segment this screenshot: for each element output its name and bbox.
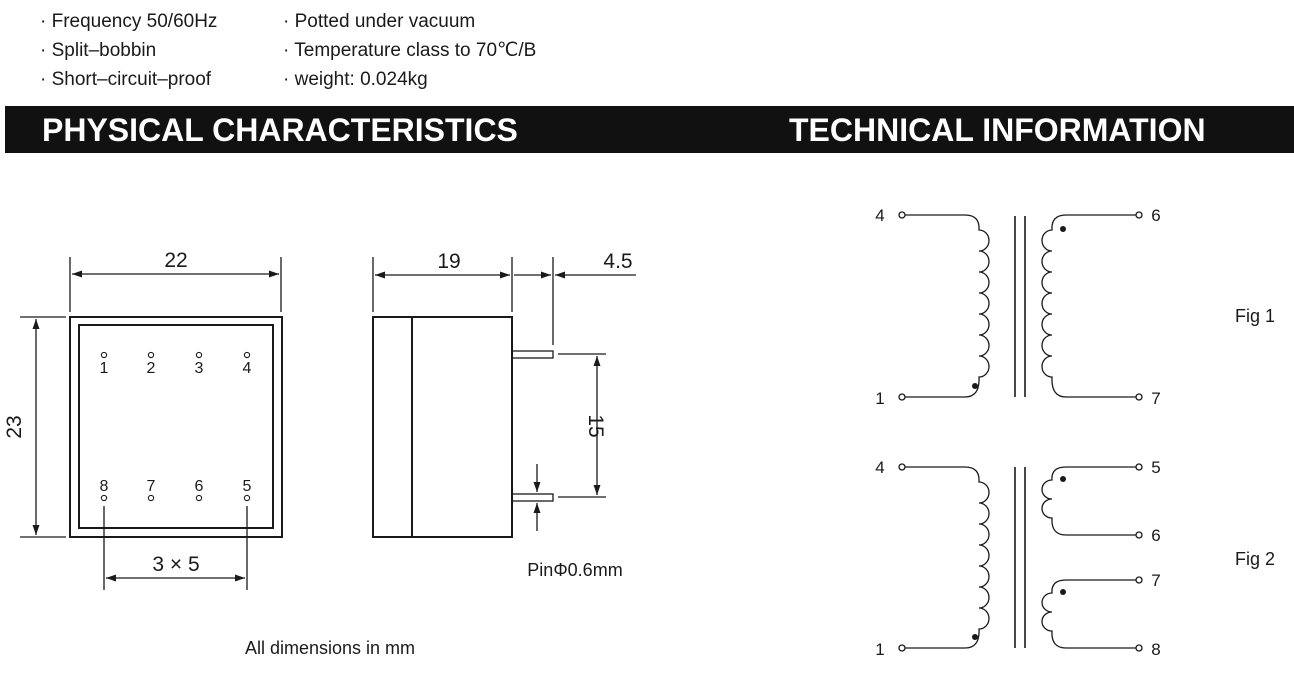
polarity-dots (972, 226, 1066, 640)
fig2-terminal-label: 8 (1151, 640, 1160, 659)
pin-number: 1 (100, 360, 109, 377)
pin-hole (100, 351, 108, 359)
polarity-dot (1060, 589, 1066, 595)
pin-hole (243, 351, 251, 359)
primary-winding (905, 214, 990, 398)
pin-hole (100, 494, 108, 502)
pin-hole (147, 351, 155, 359)
terminal-node (898, 644, 906, 652)
secondary-winding-lower (1041, 579, 1136, 649)
terminal-node (1135, 531, 1143, 539)
terminal-node (1135, 644, 1143, 652)
pin-length-dimension-line (514, 257, 636, 345)
terminal-node (898, 393, 906, 401)
height-dimension-label: 23 (3, 415, 26, 438)
pin-spacing-dimension-line (558, 353, 606, 498)
terminal-node (1135, 393, 1143, 401)
polarity-dot (1060, 226, 1066, 232)
polarity-dot (1060, 476, 1066, 482)
feature-potted-vacuum: · Potted under vacuum (283, 11, 476, 32)
pin-upper (511, 350, 554, 359)
feature-frequency: · Frequency 50/60Hz (40, 11, 218, 32)
pin-hole (243, 494, 251, 502)
fig1-terminal-label: 7 (1151, 389, 1160, 408)
pin-number: 8 (100, 478, 109, 495)
fig2-terminal-label: 6 (1151, 526, 1160, 545)
pin-spacing-label: 15 (584, 414, 607, 437)
fig1-terminal-label: 4 (875, 206, 884, 225)
pin-number: 5 (243, 478, 252, 495)
polarity-dot (972, 383, 978, 389)
pin-number: 6 (195, 478, 204, 495)
fig1-schematic (898, 211, 1143, 401)
pin-hole (147, 494, 155, 502)
feature-weight: · weight: 0.024kg (283, 69, 428, 90)
dimensions-note: All dimensions in mm (245, 638, 415, 658)
pin-pitch-dimension-line (103, 506, 248, 590)
fig2-terminal-label: 5 (1151, 458, 1160, 477)
side-view-outline (372, 316, 554, 538)
depth-dimension-line (372, 257, 513, 312)
polarity-dot (972, 634, 978, 640)
top-view-outline (69, 316, 283, 538)
pin-hole (195, 351, 203, 359)
secondary-winding-upper (1041, 466, 1136, 536)
fig2-label: Fig 2 (1235, 549, 1275, 569)
terminal-node (898, 463, 906, 471)
depth-dimension-label: 19 (437, 250, 460, 273)
fig2-terminal-label: 7 (1151, 571, 1160, 590)
fig1-label: Fig 1 (1235, 306, 1275, 326)
pin-lower (511, 493, 554, 502)
pin-number: 4 (243, 360, 252, 377)
terminal-node (1135, 576, 1143, 584)
section-header-band (5, 106, 1294, 153)
pin-pitch-label: 3 × 5 (152, 553, 199, 576)
fig1-terminal-label: 1 (875, 389, 884, 408)
fig2-terminal-label: 1 (875, 640, 884, 659)
pin-hole (195, 494, 203, 502)
fig2-terminal-label: 4 (875, 458, 884, 477)
primary-winding (905, 466, 990, 649)
feature-short-circuit-proof: · Short–circuit–proof (40, 69, 212, 90)
fig2-schematic (898, 463, 1143, 652)
secondary-winding (1041, 214, 1136, 398)
height-dimension-line (20, 316, 66, 538)
technical-information-heading: TECHNICAL INFORMATION (789, 112, 1206, 148)
pin-number: 3 (195, 360, 204, 377)
width-dimension-line (69, 257, 282, 312)
feature-split-bobbin: · Split–bobbin (40, 40, 157, 61)
physical-characteristics-heading: PHYSICAL CHARACTERISTICS (42, 112, 518, 148)
pin-diameter-label: PinΦ0.6mm (527, 560, 622, 580)
feature-temperature-class: · Temperature class to 70℃/B (283, 40, 537, 61)
terminal-node (898, 211, 906, 219)
top-view-pins (100, 351, 251, 502)
terminal-node (1135, 463, 1143, 471)
pin-length-label: 4.5 (603, 250, 632, 273)
terminal-node (1135, 211, 1143, 219)
pin-number: 2 (147, 360, 156, 377)
width-dimension-label: 22 (164, 249, 187, 272)
pin-number: 7 (147, 478, 156, 495)
fig1-terminal-label: 6 (1151, 206, 1160, 225)
